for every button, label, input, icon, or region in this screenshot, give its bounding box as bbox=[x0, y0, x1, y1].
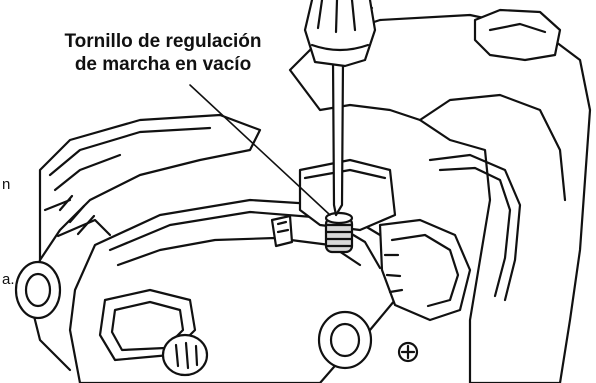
rear-housing bbox=[28, 113, 262, 372]
callout-line-1: Tornillo de regulación bbox=[64, 31, 262, 52]
margin-text-fragment: n bbox=[2, 176, 11, 193]
carburetor-block bbox=[298, 158, 397, 232]
screwdriver bbox=[303, 0, 377, 217]
air-filter-connector bbox=[378, 218, 472, 322]
throttle-lever bbox=[270, 214, 294, 248]
left-round-knob bbox=[14, 260, 62, 320]
upper-housing bbox=[288, 4, 592, 383]
callout-leader-line bbox=[189, 84, 331, 216]
idle-screw-callout: Tornillo de regulación de marcha en vací… bbox=[38, 30, 288, 76]
idle-adjustment-screw bbox=[324, 211, 354, 254]
callout-line-2: de marcha en vacío bbox=[74, 54, 252, 75]
engine-cover bbox=[68, 198, 402, 383]
margin-text-fragment: a. bbox=[2, 271, 15, 288]
lower-boss bbox=[317, 310, 419, 370]
